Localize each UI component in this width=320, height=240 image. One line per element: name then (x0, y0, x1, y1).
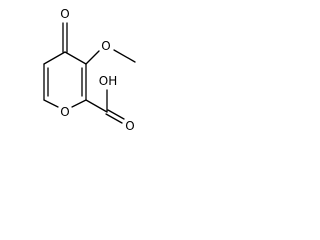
ring-bond-c4-c3 (64, 51, 87, 65)
ring-bond-o1-c6 (43, 99, 59, 108)
methoxy-oxygen-label: O (101, 39, 110, 53)
methoxy-bond-o-ch3 (113, 49, 136, 63)
ring-bond-c2-o1 (71, 99, 87, 108)
methoxy-bond-c3-o (85, 50, 100, 65)
carboxylic-acid-group: OH O (85, 74, 135, 133)
chemical-structure: O O O OH O (43, 7, 136, 133)
acid-bond-c2-c (85, 99, 108, 113)
pyranone-ring (43, 51, 87, 108)
ring-bond-c5-c4 (43, 51, 66, 65)
ketone-oxygen-label: O (60, 7, 69, 21)
hydroxyl-label: OH (99, 74, 117, 88)
acid-carbonyl-oxygen-label: O (125, 119, 134, 133)
ring-oxygen-label: O (60, 105, 69, 119)
ketone-group: O (60, 7, 70, 53)
acid-double-bond-a (105, 113, 123, 124)
acid-double-bond-b (107, 109, 125, 120)
methoxy-group: O (85, 39, 136, 65)
